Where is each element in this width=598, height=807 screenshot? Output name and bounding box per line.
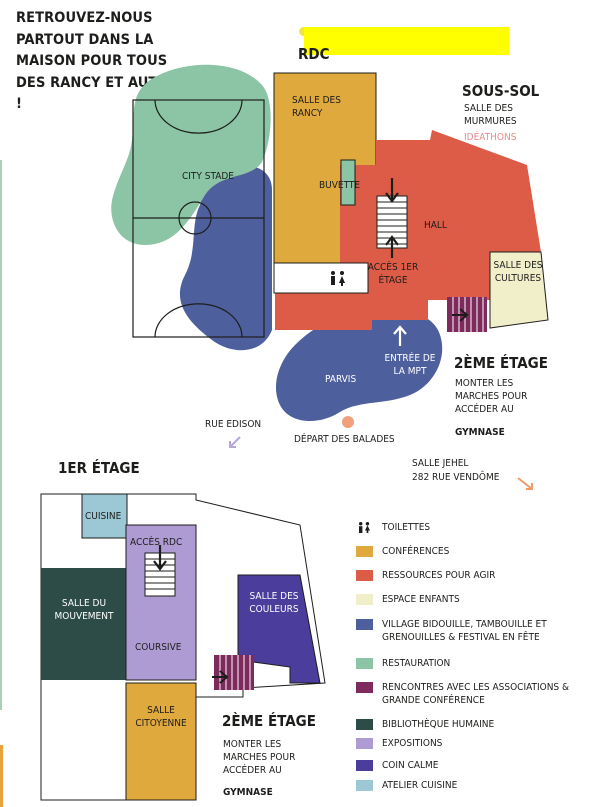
legend-item-coin-calme: COIN CALME (356, 759, 592, 775)
legend-item-rencontres: RENCONTRES AVEC LES ASSOCIATIONS & GRAND… (356, 681, 592, 713)
legend-label: ATELIER CUISINE (382, 780, 458, 791)
salle-des-couleurs-label: SALLE DES COULEURS (249, 591, 299, 615)
city-stade-label: CITY STADE (182, 171, 234, 182)
legend-swatch (356, 658, 373, 669)
acces-1er-label: ACCÈS 1ER ÉTAGE (367, 262, 419, 286)
legend-item-restauration: RESTAURATION (356, 657, 592, 673)
salle-citoyenne-label: SALLE CITOYENNE (135, 705, 187, 729)
legend-label: BIBLIOTHÈQUE HUMAINE (382, 719, 495, 730)
rdc-title: RDC (298, 45, 330, 63)
salle-des-cultures-label: SALLE DES CULTURES (493, 260, 543, 284)
legend-swatch (356, 780, 373, 791)
hall-label: HALL (424, 220, 447, 231)
city-stade-field (132, 99, 265, 338)
highlight-dot (299, 27, 308, 36)
legend-item-enfants: ESPACE ENFANTS (356, 593, 592, 609)
legend-label: ESPACE ENFANTS (382, 594, 460, 605)
buvette-counter (340, 159, 356, 206)
legend-swatch (356, 570, 373, 581)
legend-label: CONFÉRENCES (382, 546, 450, 557)
toilets-icon (359, 522, 370, 533)
stairs-arrows (385, 178, 399, 258)
stairs-gymnase-etage1 (212, 655, 254, 690)
legend-item-cuisine: ATELIER CUISINE (356, 779, 592, 795)
rue-vendome-arrow (517, 477, 533, 490)
legend-item-expositions: EXPOSITIONS (356, 737, 592, 753)
legend-item-ressources: RESSOURCES POUR AGIR (356, 569, 592, 585)
legend-label: COIN CALME (382, 760, 439, 771)
legend-swatch (356, 738, 373, 749)
parvis-label: PARVIS (325, 374, 357, 385)
intro-heading: RETROUVEZ-NOUS PARTOUT DANS LA MAISON PO… (16, 10, 190, 112)
rue-edison-arrow (229, 436, 241, 448)
stairs-gymnase-rdc (447, 297, 487, 332)
legend-swatch (356, 546, 373, 557)
buvette-label: BUVETTE (319, 180, 361, 191)
depart-balades-label: DÉPART DES BALADES (294, 434, 395, 445)
legend-swatch (356, 760, 373, 771)
sous-sol-title: SOUS-SOL (462, 82, 540, 100)
toilets-room (273, 262, 369, 294)
legend-swatch (356, 619, 373, 630)
depart-balades-dot (342, 416, 354, 428)
toilets-map-icon (331, 271, 345, 286)
entree-arrow (393, 325, 407, 346)
restauration-zone-blob (111, 64, 271, 245)
coursive-label: COURSIVE (135, 642, 182, 653)
acces-rdc-label: ACCÈS RDC (130, 537, 183, 548)
cuisine-label: CUISINE (85, 511, 122, 522)
page-edge-accent (0, 745, 3, 807)
salle-du-mouvement-label: SALLE DU MOUVEMENT (54, 598, 114, 622)
highlight-bar (304, 27, 509, 55)
cuisine-room (81, 493, 128, 539)
legend-label: TOILETTES (382, 522, 431, 533)
salle-murmures-label: SALLE DES MURMURES (464, 103, 517, 127)
salle-jehel-label: SALLE JEHEL (412, 458, 469, 469)
etage2-title-etage1: 2ÈME ÉTAGE (222, 712, 316, 730)
gymnase-label-rdc: GYMNASE (455, 427, 505, 438)
rue-edison-label: RUE EDISON (205, 419, 262, 430)
entree-label: ENTRÉE DE LA MPT (384, 353, 436, 377)
ideathons-label: IDÉATHONS (464, 132, 517, 143)
legend-item-conferences: CONFÉRENCES (356, 545, 592, 561)
acces-rdc-arrow (153, 545, 167, 571)
legend-label: EXPOSITIONS (382, 738, 443, 749)
etage2-title-rdc: 2ÈME ÉTAGE (454, 354, 548, 372)
legend-item-village: VILLAGE BIDOUILLE, TAMBOUILLE ET GRENOUI… (356, 618, 592, 650)
rue-vendome-label: 282 RUE VENDÔME (412, 472, 500, 483)
legend-swatch (356, 594, 373, 605)
legend-swatch (356, 719, 373, 730)
legend-item-toilettes: TOILETTES (356, 521, 592, 537)
gymnase-label-etage1: GYMNASE (223, 787, 273, 798)
legend-label: RESTAURATION (382, 658, 451, 669)
page-edge-line (0, 160, 2, 710)
legend-label: VILLAGE BIDOUILLE, TAMBOUILLE ET GRENOUI… (382, 619, 547, 643)
salle-citoyenne-room (125, 682, 197, 801)
legend-item-bibliotheque: BIBLIOTHÈQUE HUMAINE (356, 718, 592, 734)
etage2-desc-etage1: MONTER LES MARCHES POUR ACCÉDER AU (223, 739, 296, 776)
legend-label: RESSOURCES POUR AGIR (382, 570, 496, 581)
legend-swatch (356, 682, 373, 693)
salle-des-rancy-label: SALLE DES RANCY (292, 95, 341, 119)
etage2-desc-rdc: MONTER LES MARCHES POUR ACCÉDER AU (455, 378, 528, 415)
etage1-title: 1ER ÉTAGE (58, 459, 140, 477)
salle-des-cultures-room (489, 251, 549, 329)
legend-label: RENCONTRES AVEC LES ASSOCIATIONS & GRAND… (382, 682, 570, 706)
salle-du-mouvement-room (41, 568, 126, 680)
